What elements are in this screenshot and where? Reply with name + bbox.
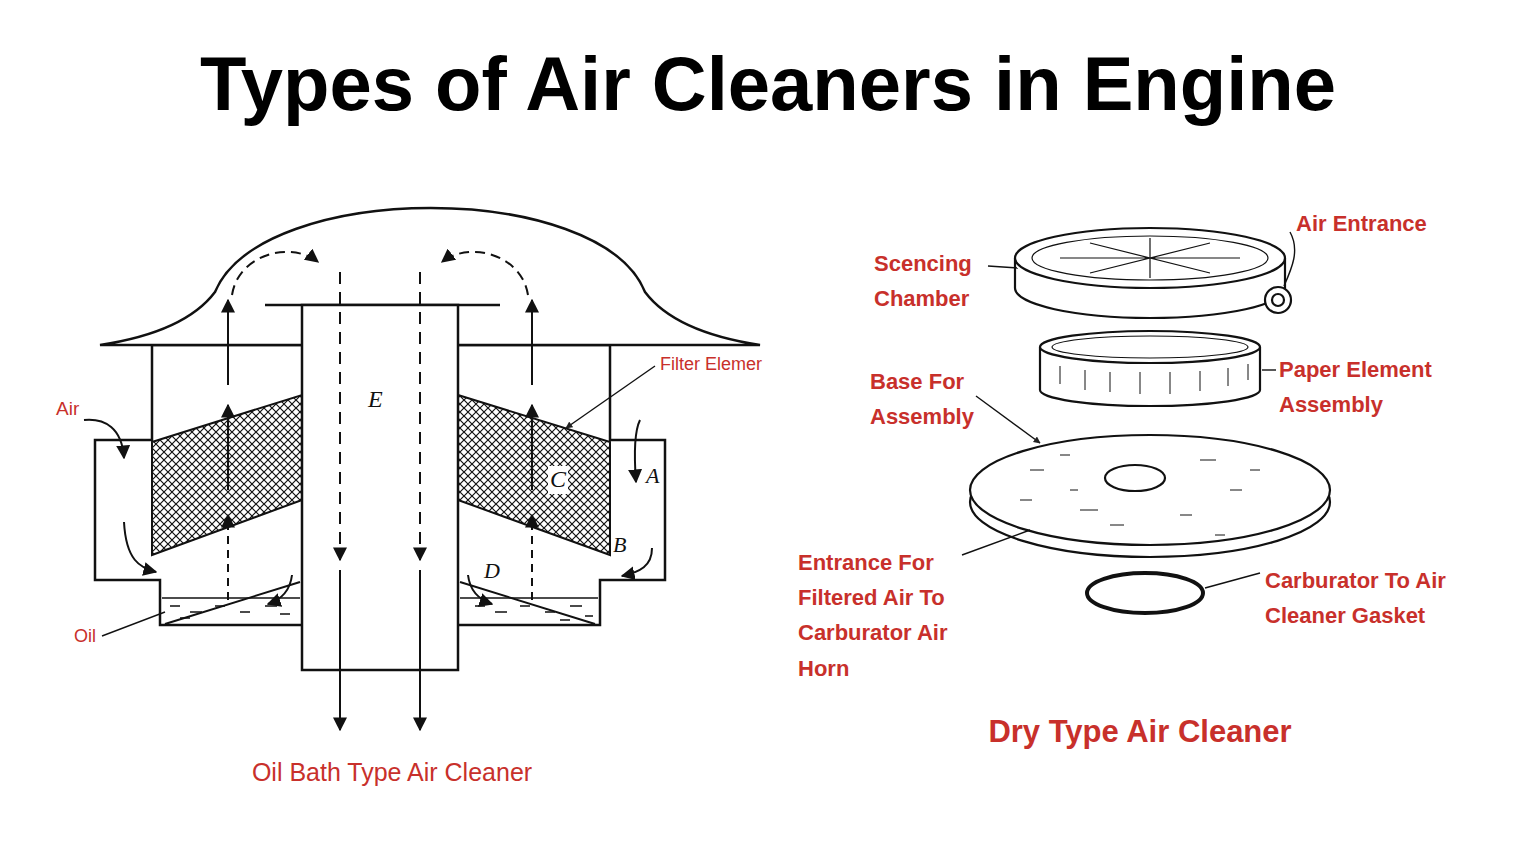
center-tube: [302, 305, 458, 670]
gasket: [1087, 573, 1203, 613]
air-flow-arrows: [84, 252, 652, 730]
figure-caption: Dry Type Air Cleaner: [988, 714, 1291, 750]
callout-letter: D: [482, 558, 502, 583]
air-flow-arrows: [84, 420, 124, 458]
leader-line: [102, 366, 655, 636]
part-label: Base For Assembly: [870, 364, 995, 434]
filter-element: [458, 395, 610, 555]
leader-line: [1262, 369, 1276, 370]
base-plate: [1105, 465, 1165, 491]
part-label: Air Entrance: [1296, 211, 1427, 236]
paper-element: [1052, 336, 1248, 358]
oil-bath: [460, 582, 595, 624]
callout-letter: C: [548, 466, 568, 494]
air-flow-arrows: [227, 405, 229, 490]
callout-letter: A: [644, 463, 661, 488]
leader-line: [102, 612, 165, 636]
air-flow-arrows: [227, 515, 229, 600]
part-label: Oil: [74, 626, 96, 647]
scencing-chamber: [1265, 287, 1291, 313]
gasket: [1087, 573, 1203, 613]
scencing-chamber: [1272, 294, 1284, 306]
base-plate: [970, 435, 1330, 545]
base-plate: [1020, 455, 1260, 535]
paper-element: [1060, 364, 1248, 394]
filter-element: [152, 395, 302, 555]
leader-line: [988, 266, 1018, 268]
scencing-chamber: [1032, 236, 1268, 280]
scencing-chamber: [1060, 238, 1240, 278]
air-flow-arrows: [442, 252, 528, 295]
air-flow-arrows: [339, 570, 341, 730]
leader-line: [962, 530, 1030, 555]
scencing-chamber: [1015, 228, 1291, 318]
leader-line: [976, 396, 1040, 443]
callout-letter: B: [611, 532, 628, 557]
air-flow-arrows: [124, 522, 156, 572]
air-flow-arrows: [339, 272, 341, 560]
leader-line: [1284, 232, 1295, 286]
center-tube: [302, 305, 458, 670]
leader-line: [566, 366, 655, 428]
air-flow-arrows: [419, 272, 421, 560]
air-flow-arrows: [232, 252, 318, 295]
air-flow-arrows: [531, 300, 533, 385]
base-plate: [970, 435, 1330, 557]
air-flow-arrows: [531, 515, 533, 600]
scencing-chamber: [1015, 228, 1285, 288]
part-label: Air: [56, 398, 79, 420]
leader-line: [1205, 573, 1260, 588]
part-label: Filter Elemer: [660, 354, 762, 375]
air-flow-arrows: [419, 570, 421, 730]
part-label: Entrance For Filtered Air To Carburator …: [798, 545, 998, 686]
part-label: Paper Element Assembly: [1279, 352, 1474, 422]
air-flow-arrows: [268, 575, 292, 604]
figure-caption: Oil Bath Type Air Cleaner: [252, 758, 532, 787]
part-label: Carburator To Air Cleaner Gasket: [1265, 563, 1510, 633]
callout-letter: E: [366, 386, 385, 414]
leader-line: [962, 232, 1295, 588]
paper-element: [1040, 331, 1260, 363]
paper-element: [1040, 331, 1260, 406]
air-flow-arrows: [635, 420, 640, 482]
air-flow-arrows: [531, 405, 533, 490]
part-label: Scencing Chamber: [874, 246, 999, 316]
page-title: Types of Air Cleaners in Engine: [200, 42, 1336, 126]
air-flow-arrows: [227, 300, 229, 385]
